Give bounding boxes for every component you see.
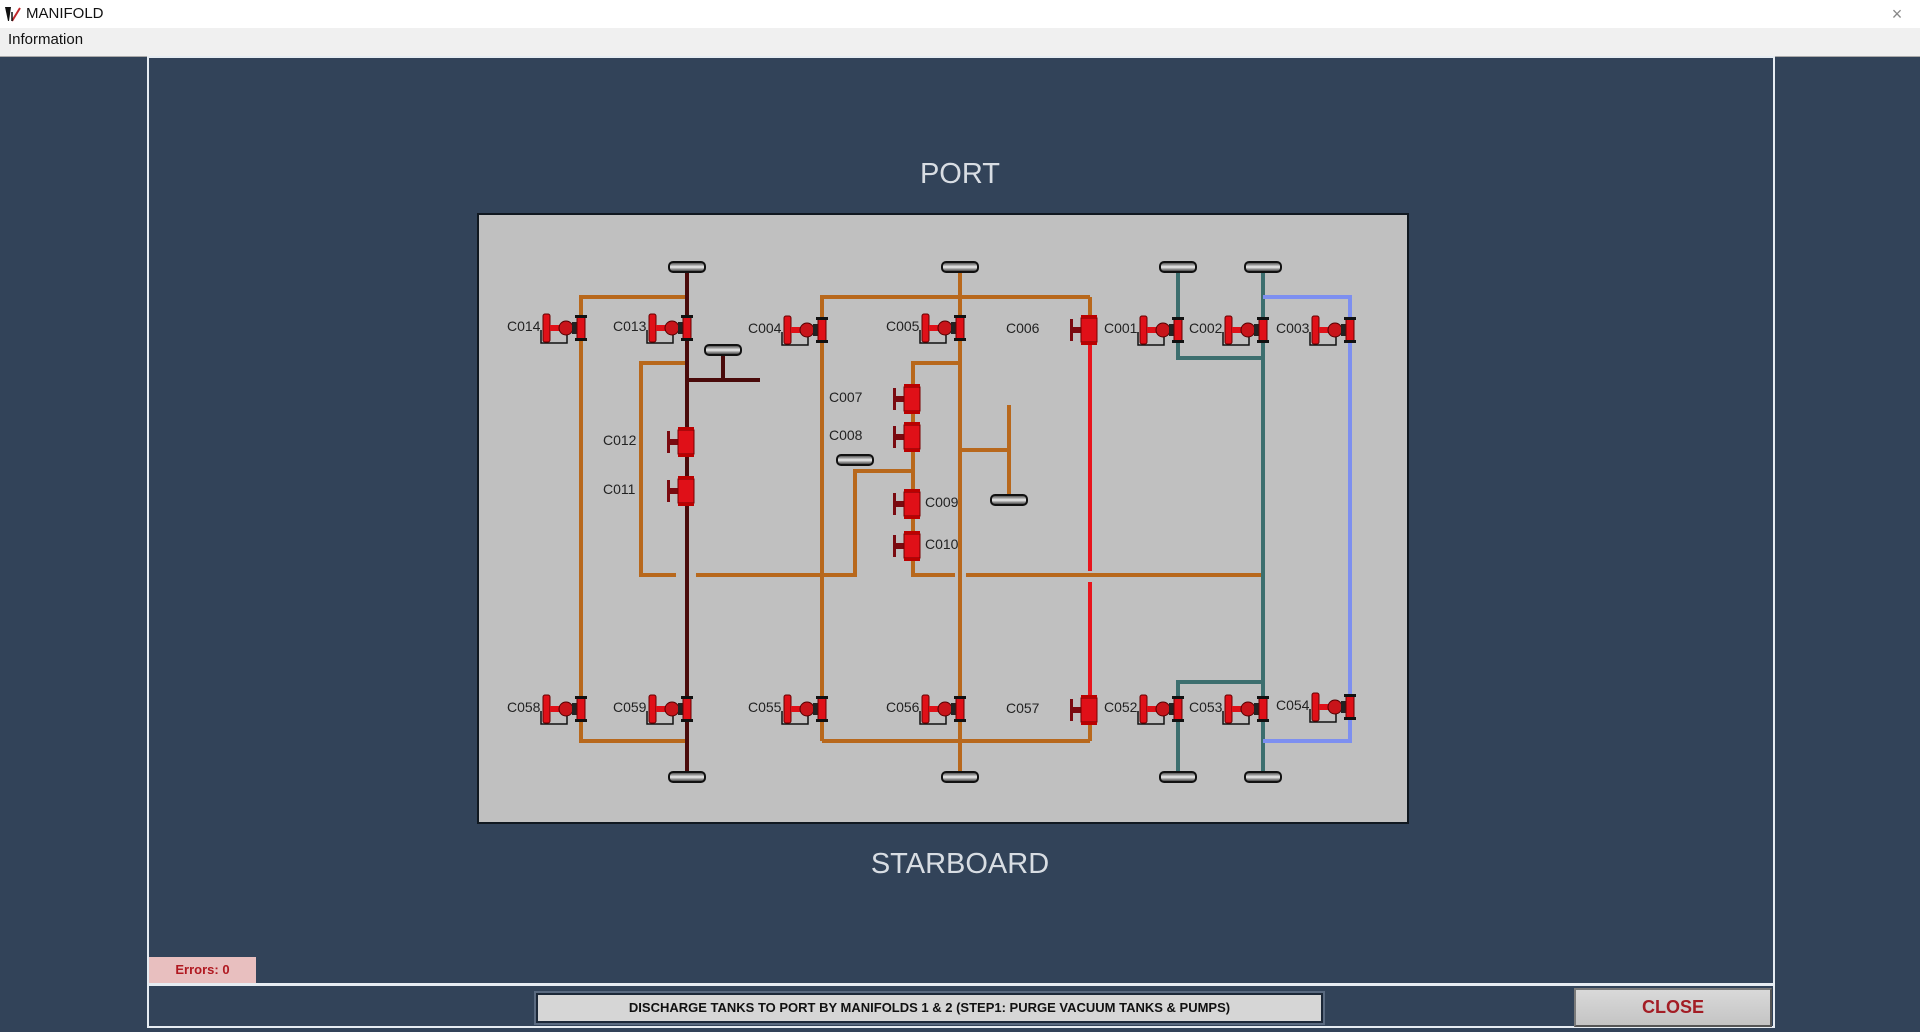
starboard-label: STARBOARD — [870, 848, 1050, 880]
pipe-blue — [1263, 295, 1352, 743]
valve-label-c059[interactable]: C059 — [613, 699, 647, 715]
gate-valve-icon — [893, 422, 921, 452]
actuated-valve-icon — [1222, 315, 1269, 346]
pipe-flange-icon — [1159, 771, 1197, 783]
port-label: PORT — [919, 158, 1001, 190]
pipe-flange-icon — [1159, 261, 1197, 273]
valve-label-c007[interactable]: C007 — [829, 389, 863, 405]
gate-valve-icon — [893, 489, 921, 519]
pipe-orange — [696, 469, 913, 577]
valve-label-c011[interactable]: C011 — [603, 481, 636, 497]
pipe-orange — [579, 295, 687, 743]
pipe-flange-icon — [990, 494, 1028, 506]
valve-label-c005[interactable]: C005 — [886, 318, 920, 334]
valve-label-c058[interactable]: C058 — [507, 699, 541, 715]
valve-label-c052[interactable]: C052 — [1104, 699, 1138, 715]
valve-label-c057[interactable]: C057 — [1006, 700, 1040, 716]
menu-item-information[interactable]: Information — [8, 31, 84, 48]
valve-label-c014[interactable]: C014 — [507, 318, 541, 334]
actuated-valve-icon — [781, 315, 828, 346]
valve-label-c009[interactable]: C009 — [925, 494, 959, 510]
actuated-valve-icon — [540, 313, 587, 344]
actuated-valve-icon — [919, 694, 966, 725]
actuated-valve-icon — [1222, 694, 1269, 725]
valve-label-c054[interactable]: C054 — [1276, 697, 1310, 713]
title-bar: MANIFOLD × — [0, 0, 1920, 28]
pipe-flange-icon — [668, 771, 706, 783]
valve-label-c056[interactable]: C056 — [886, 699, 920, 715]
valve-label-c010[interactable]: C010 — [925, 536, 959, 552]
pipe-flange-icon — [1244, 261, 1282, 273]
actuated-valve-icon — [781, 694, 828, 725]
actuated-valve-icon — [646, 694, 693, 725]
pipe-orange — [639, 361, 687, 577]
content-frame — [147, 56, 1775, 1028]
errors-badge: Errors: 0 — [149, 957, 256, 983]
gate-valve-icon — [893, 384, 921, 414]
valve-label-c006[interactable]: C006 — [1006, 320, 1040, 336]
valve-label-c003[interactable]: C003 — [1276, 320, 1310, 336]
valve-label-c002[interactable]: C002 — [1189, 320, 1223, 336]
actuated-valve-icon — [919, 313, 966, 344]
actuated-valve-icon — [1137, 315, 1184, 346]
pipe-flange-icon — [941, 771, 979, 783]
gate-valve-icon — [667, 427, 695, 457]
app-logo-icon — [5, 7, 21, 22]
actuated-valve-icon — [1137, 694, 1184, 725]
pipe-flange-icon — [668, 261, 706, 273]
valve-label-c055[interactable]: C055 — [748, 699, 782, 715]
valve-label-c004[interactable]: C004 — [748, 320, 782, 336]
pipe-flange-icon — [1244, 771, 1282, 783]
pipe-network — [540, 261, 1356, 783]
pipe-teal — [1176, 680, 1263, 777]
window-title: MANIFOLD — [26, 5, 104, 22]
gate-valve-icon — [1070, 695, 1098, 725]
actuated-valve-icon — [540, 694, 587, 725]
valve-label-c001[interactable]: C001 — [1104, 320, 1138, 336]
actuated-valve-icon — [1309, 692, 1356, 723]
instruction-text: DISCHARGE TANKS TO PORT BY MANIFOLDS 1 &… — [536, 993, 1323, 1023]
pipe-orange — [911, 361, 960, 577]
gate-valve-icon — [1070, 315, 1098, 345]
menu-bar: Information — [0, 28, 1920, 54]
pipe-flange-icon — [836, 454, 874, 466]
gate-valve-icon — [667, 476, 695, 506]
actuated-valve-icon — [646, 313, 693, 344]
pipe-flange-icon — [941, 261, 979, 273]
actuated-valve-icon — [1309, 315, 1356, 346]
pipe-flange-icon — [704, 344, 742, 356]
pipe-orange — [820, 295, 1090, 741]
window-close-button[interactable]: × — [1891, 4, 1903, 24]
footer-divider — [149, 983, 1775, 986]
valve-label-c053[interactable]: C053 — [1189, 699, 1223, 715]
valve-label-c008[interactable]: C008 — [829, 427, 863, 443]
pipe-teal — [1176, 267, 1263, 360]
gate-valve-icon — [893, 531, 921, 561]
valve-label-c012[interactable]: C012 — [603, 432, 637, 448]
valve-label-c013[interactable]: C013 — [613, 318, 647, 334]
close-button[interactable]: CLOSE — [1574, 988, 1772, 1027]
